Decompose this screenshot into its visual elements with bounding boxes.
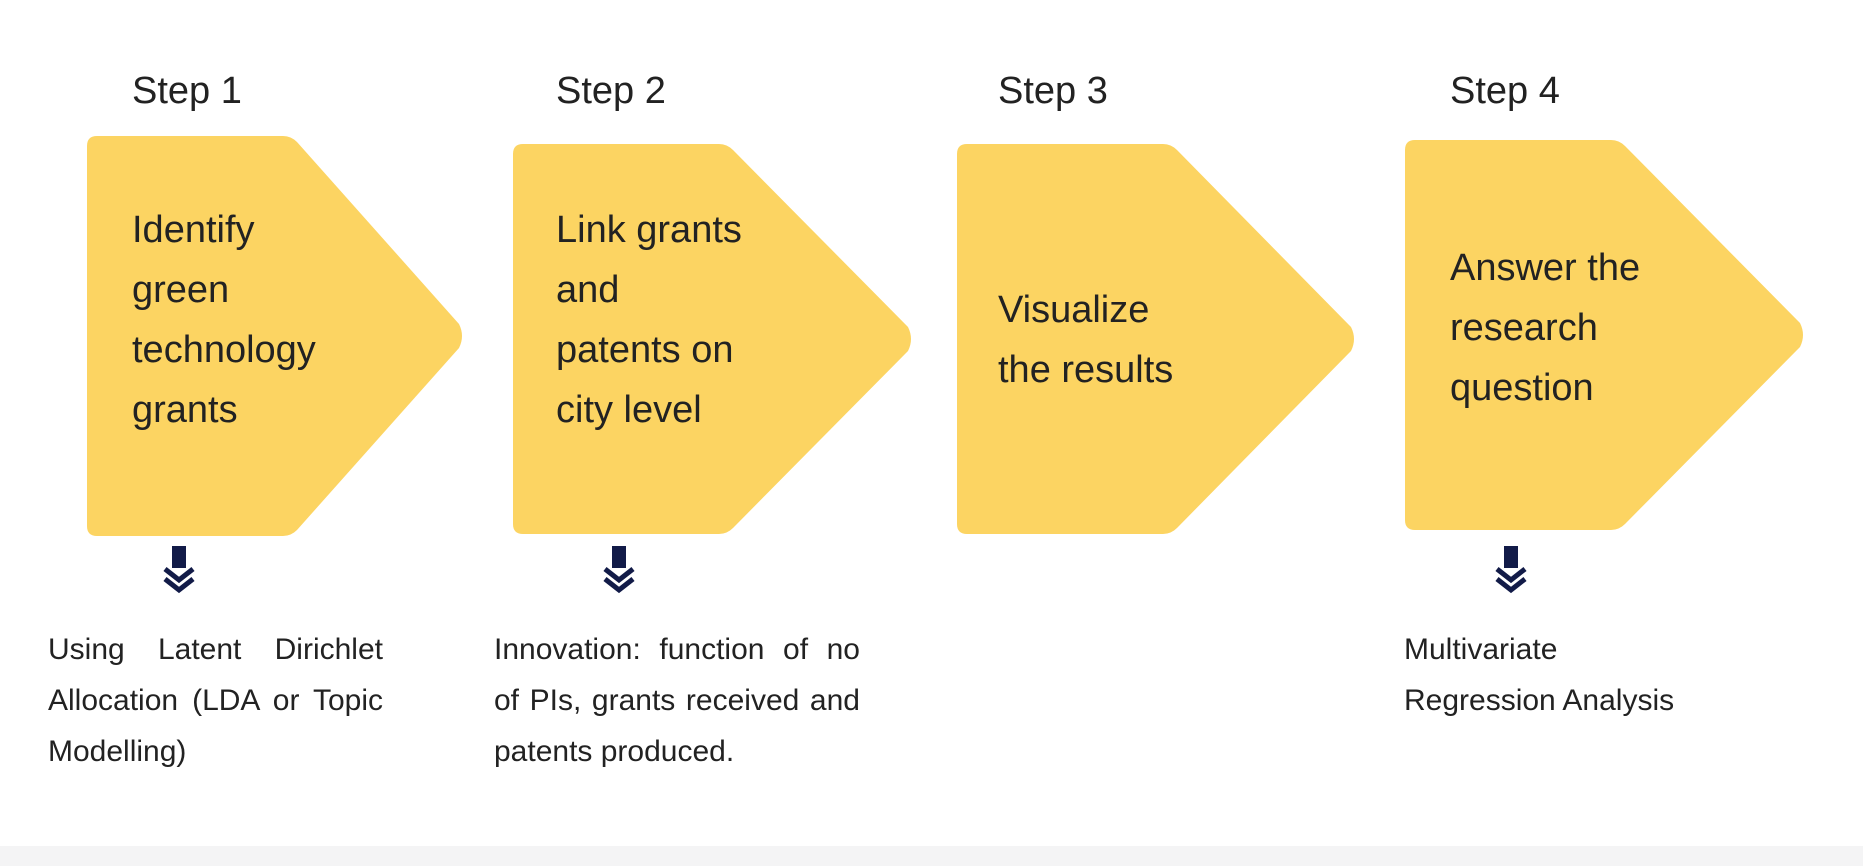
step-3-label: Step 3 [998,70,1108,112]
arrow-down-icon [602,546,636,594]
step-2-box [513,144,914,534]
step-3-box [957,144,1357,534]
footer-band [0,846,1863,866]
step-4-box [1405,140,1806,530]
step-1-text: Identify green technology grants [132,209,316,431]
arrow-down-icon [1494,546,1528,594]
step-2-label: Step 2 [556,70,666,112]
step-4-text: Answer the research question [1450,247,1641,409]
arrow-down-icon [162,546,196,594]
step-1-box [87,136,465,536]
step-4-note: Multivariate Regression Analysis [1404,633,1675,717]
step-2-text: Link grants and patents on city level [556,209,742,431]
step-4-label: Step 4 [1450,70,1560,112]
step-1-label: Step 1 [132,70,242,112]
step-3-text: Visualize the results [998,289,1174,391]
step-1-note: Using Latent Dirichlet Allocation (LDA o… [48,633,383,768]
step-2-note: Innovation: function of no of PIs, grant… [494,633,860,768]
